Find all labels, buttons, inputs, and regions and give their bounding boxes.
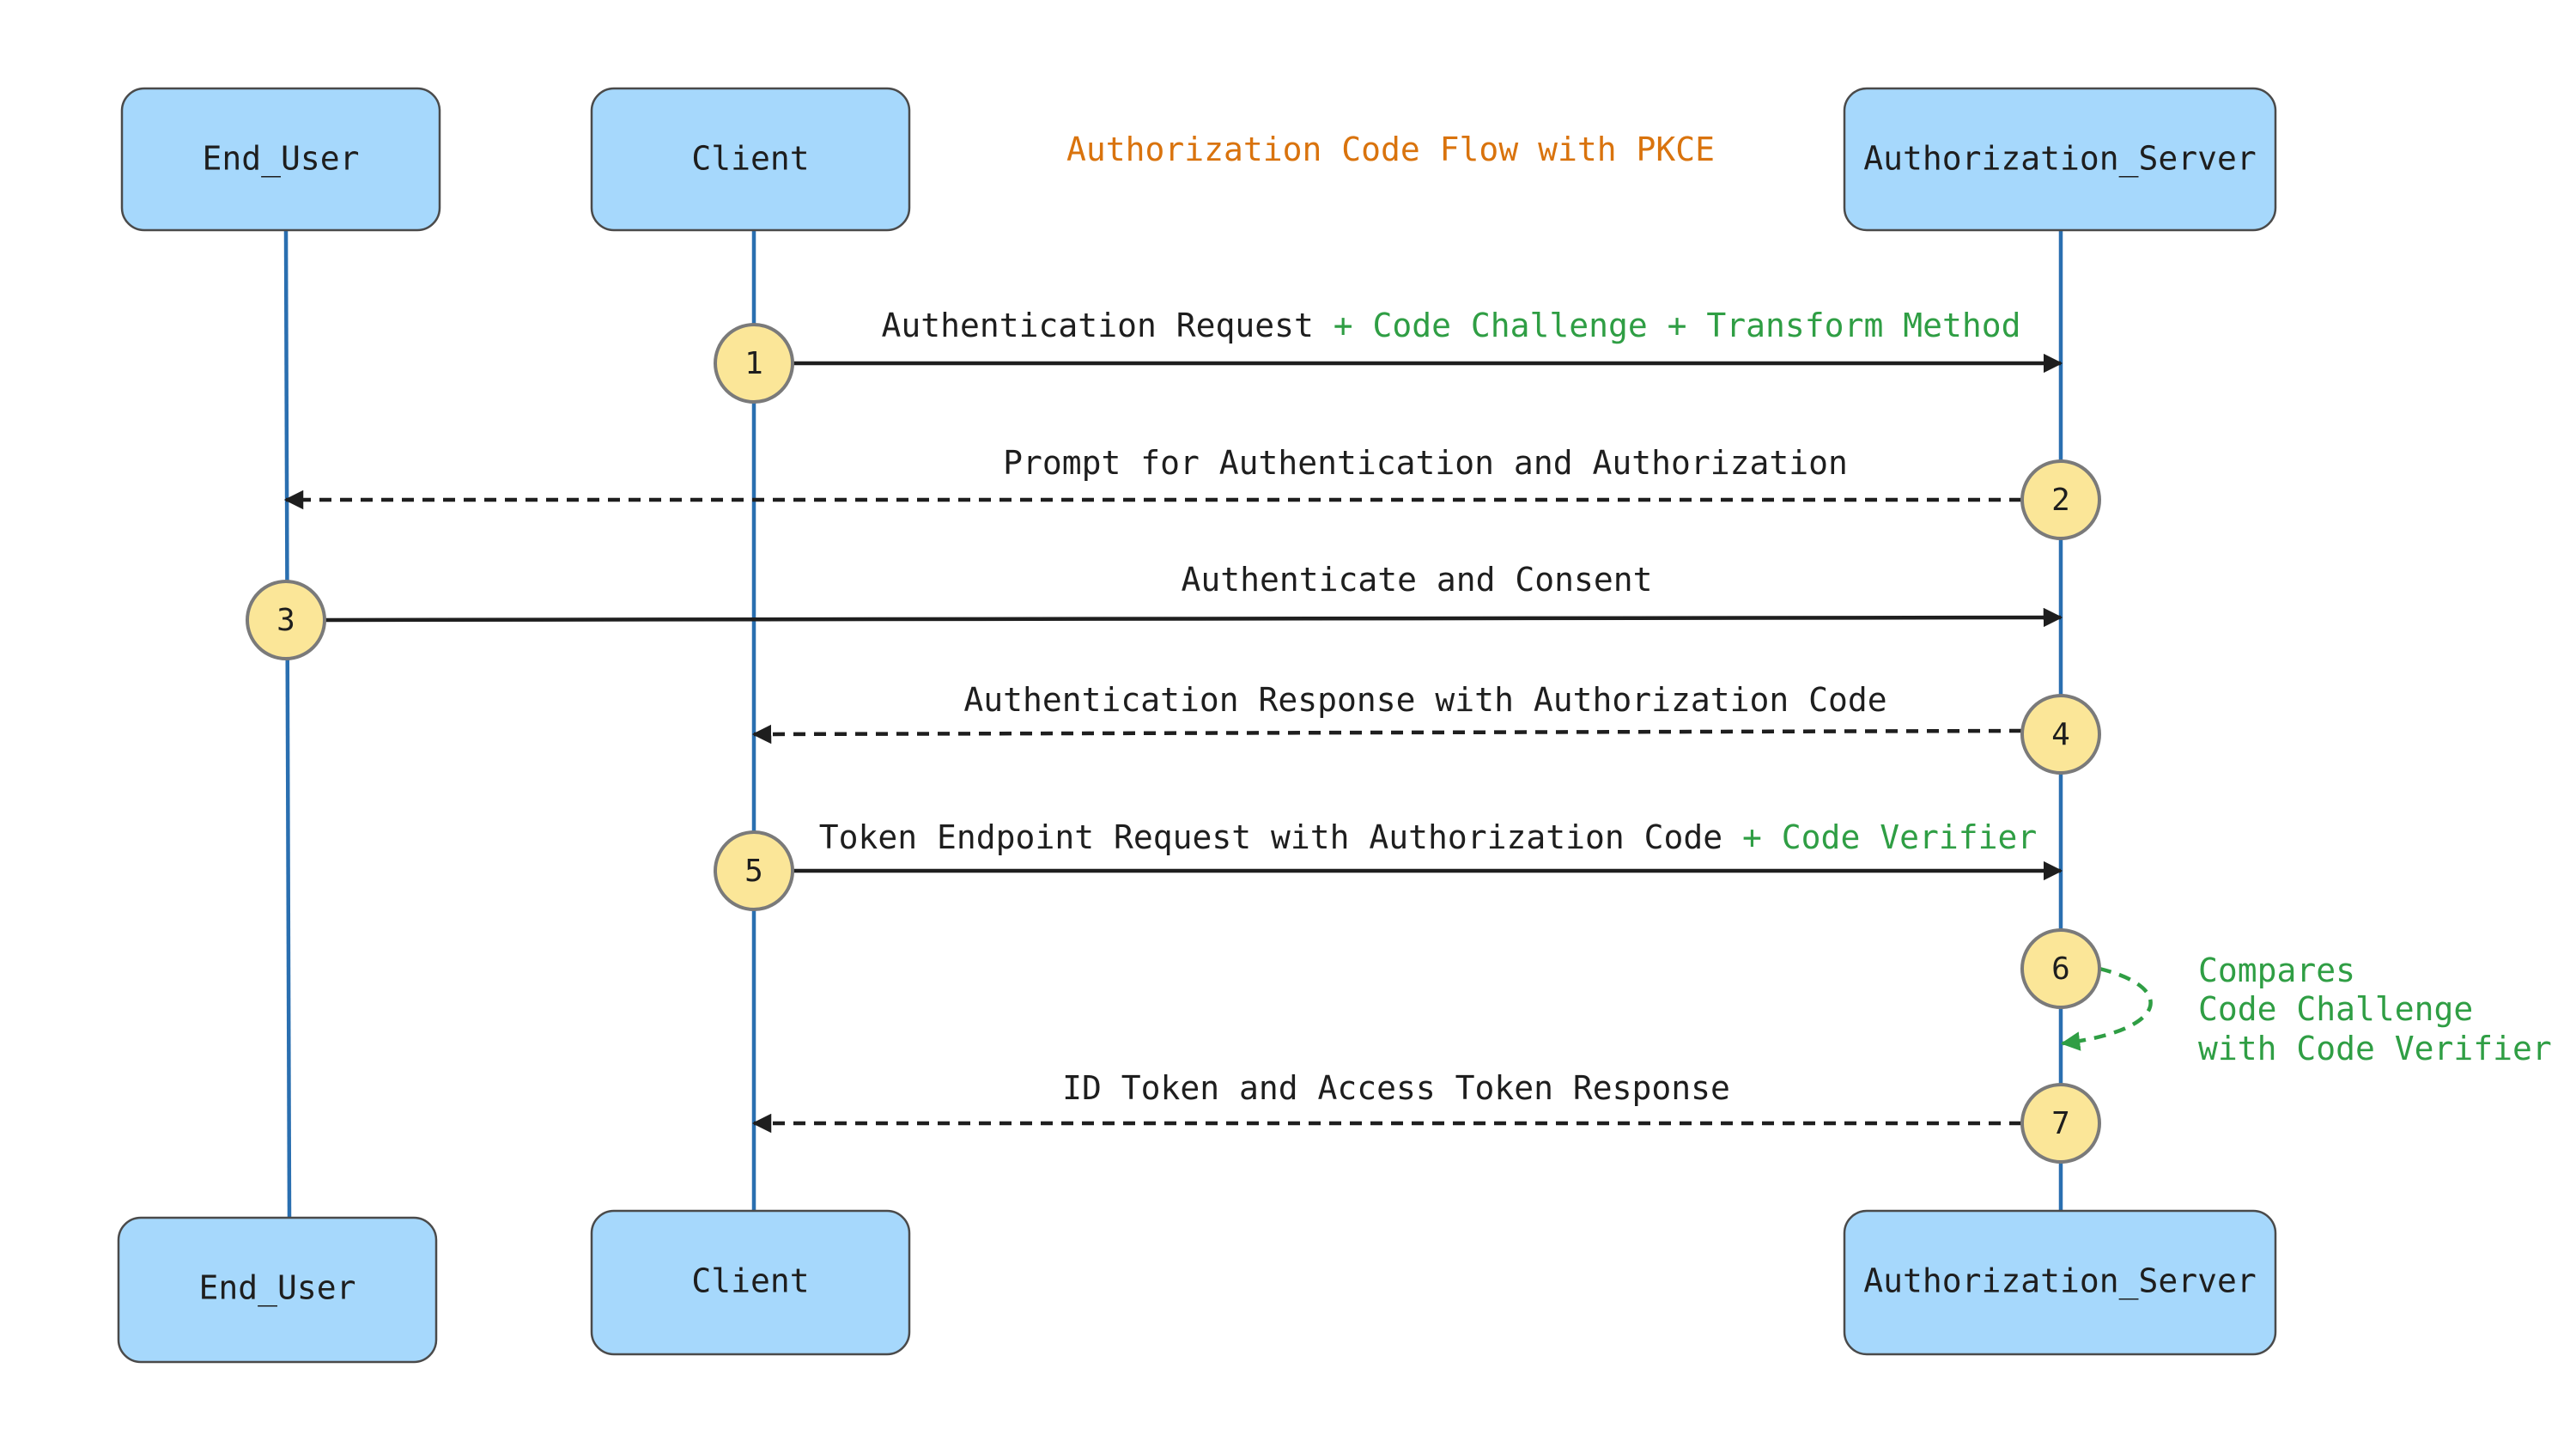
step-1-message: Authentication Request + Code Challenge … [714,307,2063,404]
step-badge [2020,928,2101,1009]
actor-box [120,87,441,232]
message-arrow [751,724,2022,745]
step-5-message: Token Endpoint Request with Authorizatio… [714,818,2063,911]
actor-top-end-user: End_User [120,87,441,232]
step-number: 1 [744,346,763,381]
actor-label: Authorization_Server [1863,140,2257,179]
message-label-main: Authentication Request [882,307,1314,344]
diagram-title: Authorization Code Flow with PKCE [1066,131,1715,168]
step-4-message: Authentication Response with Authorizati… [751,681,2101,775]
step-2-message: Prompt for Authentication and Authorizat… [283,444,2101,540]
step-number: 7 [2051,1106,2070,1141]
actor-top-client: Client [590,87,911,232]
message-label: Authentication Response with Authorizati… [963,681,1886,719]
message-label: Authentication Request + Code Challenge … [882,307,2021,344]
note-line: Code Challenge [2198,990,2473,1028]
step-number: 5 [744,854,763,889]
message-label-pkce: + Code Challenge + Transform Method [1314,307,2021,344]
self-arrow [2060,966,2153,1051]
message-label-pkce: + Code Verifier [1722,818,2037,856]
actor-box [117,1216,438,1364]
step-6-self-message: 6 Compares Code Challenge with Code Veri… [2020,928,2552,1067]
message-label: Authenticate and Consent [1181,561,1652,599]
actor-box [590,87,911,232]
actor-box [1843,87,2277,232]
message-arrow [325,607,2063,628]
message-label-main: Token Endpoint Request with Authorizatio… [819,818,1722,856]
actor-bottom-client: Client [590,1209,911,1356]
message-label: Token Endpoint Request with Authorizatio… [819,818,2037,856]
note-line: Compares [2198,952,2355,989]
actor-bottom-authorization-server: Authorization_Server [1843,1209,2277,1356]
step-3-message: Authenticate and Consent 3 [246,561,2063,660]
step-6-note: Compares Code Challenge with Code Verifi… [2198,952,2552,1067]
actor-label: Client [691,140,809,178]
step-number: 4 [2051,717,2070,752]
actor-top-authorization-server: Authorization_Server [1843,87,2277,232]
lifeline-end-user [283,229,292,1219]
message-label: Prompt for Authentication and Authorizat… [1003,444,1848,482]
step-number: 2 [2051,483,2070,518]
actor-label: Authorization_Server [1863,1262,2257,1301]
step-badge [714,830,794,911]
step-badge [2020,694,2101,775]
actor-box [1843,1209,2277,1356]
step-badge [714,323,794,404]
actor-bottom-end-user: End_User [117,1216,438,1364]
step-number: 6 [2051,952,2070,987]
actor-label: End_User [202,140,359,179]
step-badge [2020,459,2101,540]
note-line: with Code Verifier [2198,1030,2552,1067]
step-7-message: ID Token and Access Token Response 7 [751,1069,2101,1164]
actor-label: Client [691,1262,809,1300]
message-label: ID Token and Access Token Response [1062,1069,1730,1107]
actor-box [590,1209,911,1356]
actor-label: End_User [198,1269,355,1308]
step-number: 3 [276,603,295,638]
step-badge [246,580,326,660]
step-badge [2020,1083,2101,1164]
